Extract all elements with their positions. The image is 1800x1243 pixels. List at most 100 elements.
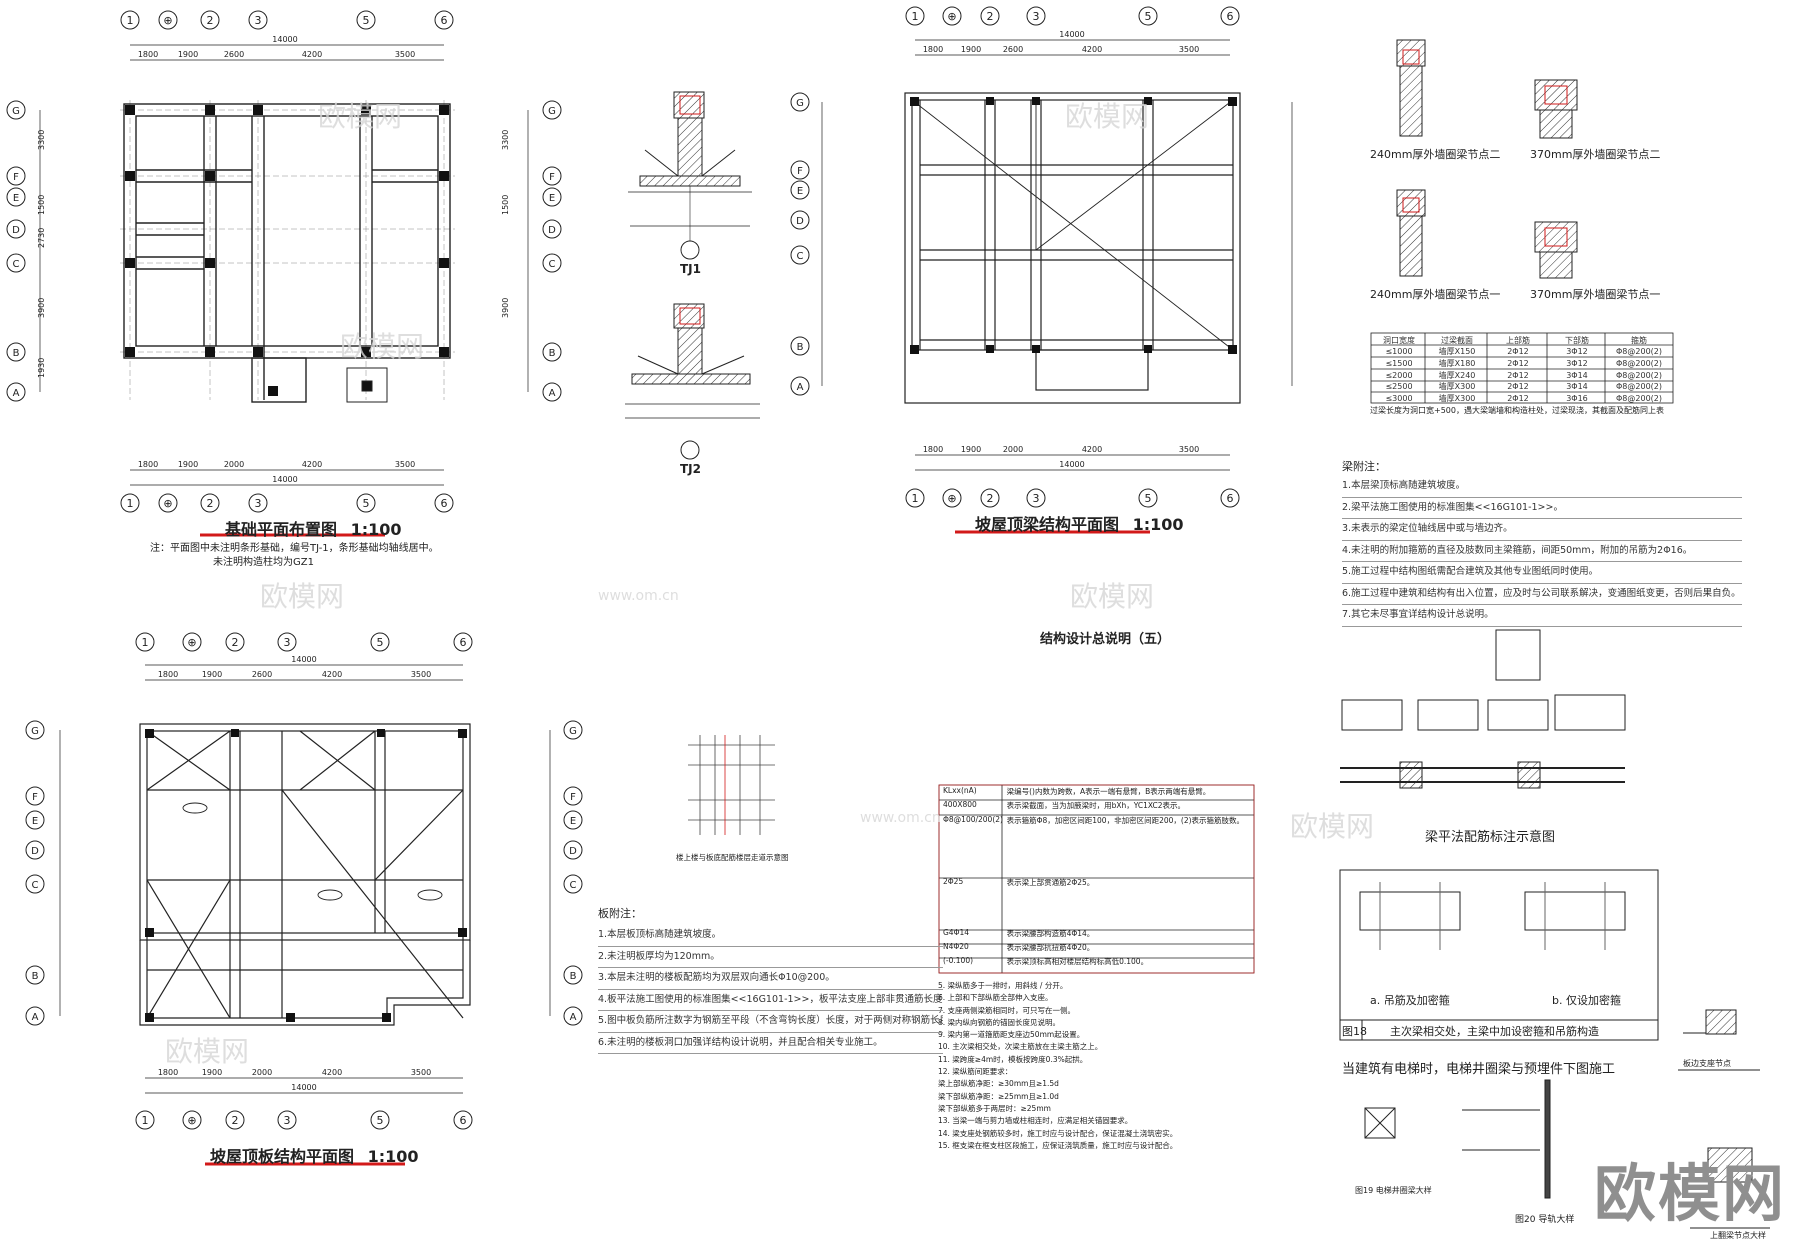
edge-detail-caption: 上翻梁节点大样 — [1710, 1231, 1766, 1240]
general-note-line: 11. 梁跨度≥4m时，模板按跨度0.3%起拱。 — [938, 1054, 1088, 1064]
svg-text:G: G — [796, 98, 804, 109]
general-note-line: 9. 梁内第一道箍筋距支座边50mm起设置。 — [938, 1030, 1085, 1040]
svg-text:2600: 2600 — [224, 50, 244, 59]
svg-text:2: 2 — [207, 497, 214, 510]
roof-beam-plan-title: 坡屋顶梁结构平面图 1:100 — [975, 511, 1184, 537]
svg-text:G: G — [569, 726, 577, 737]
svg-text:F: F — [13, 172, 19, 183]
svg-text:14000: 14000 — [272, 475, 297, 484]
svg-text:4200: 4200 — [1082, 445, 1102, 454]
general-table-desc: 表示梁截面，当为加腋梁时，用bXh，YC1XC2表示。 — [1006, 801, 1186, 810]
svg-text:C: C — [549, 259, 556, 270]
svg-text:14000: 14000 — [291, 1083, 316, 1092]
foundation-note-2: 未注明构造柱均为GZ1 — [213, 557, 314, 568]
svg-text:B: B — [549, 348, 556, 359]
general-table-key: 400X800 — [943, 800, 977, 809]
general-note-line: 15. 框支梁在框支柱区段施工，应保证浇筑质量，施工时应与设计配合。 — [938, 1140, 1178, 1150]
general-table-desc: 表示梁腰部构造筋4Φ14。 — [1006, 929, 1095, 938]
svg-text:5: 5 — [377, 636, 384, 649]
svg-text:6: 6 — [1227, 492, 1234, 505]
watermark-7: 欧模网 — [260, 580, 345, 613]
general-note-line: 8. 梁内纵向钢筋的锚固长度见说明。 — [938, 1017, 1061, 1027]
svg-text:14000: 14000 — [272, 35, 297, 44]
lintel-table-cell: 洞口宽度 — [1383, 335, 1415, 345]
svg-text:B: B — [32, 971, 39, 982]
watermark-4: 欧模网 — [1070, 580, 1155, 613]
note-item: 7.其它未尽事宜详结构设计总说明。 — [1342, 605, 1742, 627]
lintel-table-cell: Φ8@200(2) — [1616, 347, 1662, 357]
svg-text:2730: 2730 — [37, 228, 46, 248]
roof-beam-scale: 1:100 — [1132, 515, 1184, 534]
svg-text:E: E — [13, 193, 19, 204]
general-note-line: 5. 梁纵筋多于一排时，用斜线 / 分开。 — [938, 981, 1068, 990]
svg-text:3: 3 — [284, 636, 291, 649]
svg-text:A: A — [549, 388, 556, 399]
svg-text:4200: 4200 — [322, 670, 342, 679]
watermark-3: 欧模网 — [340, 330, 425, 363]
strip-foundation-details — [625, 91, 760, 460]
lintel-table-header: 洞口宽度过梁截面上部筋下部筋箍筋 — [1372, 334, 1674, 346]
lintel-table-cell: ≤2000 — [1385, 370, 1413, 380]
svg-text:A: A — [570, 1012, 577, 1023]
svg-text:1900: 1900 — [202, 670, 222, 679]
lintel-table-cell: 2Φ12 — [1507, 370, 1529, 380]
slab-notes-title: 板附注： — [598, 907, 642, 920]
general-table-key: G4Φ14 — [943, 928, 970, 937]
note-item: 5.施工过程中结构图纸需配合建筑及其他专业图纸同时使用。 — [1342, 562, 1742, 584]
note-item: 1.本层梁顶标高随建筑坡度。 — [1342, 476, 1742, 498]
svg-text:D: D — [569, 846, 577, 857]
slab-notes-list: 1.本层板顶标高随建筑坡度。2.未注明板厚均为120mm。3.本层未注明的楼板配… — [598, 925, 943, 1054]
ring-beam-caption-2: 370mm厚外墙圈梁节点二 — [1530, 148, 1661, 161]
ring-beam-caption-4: 370mm厚外墙圈梁节点一 — [1530, 288, 1661, 301]
lintel-table-cell: 3Φ12 — [1566, 359, 1588, 369]
foundation-scale: 1:100 — [350, 520, 402, 539]
svg-text:5: 5 — [1145, 492, 1152, 505]
watermark-url-1: www.om.cn — [598, 588, 679, 604]
elevator-details — [1364, 1009, 1770, 1229]
general-table-key: KLxx(nA) — [943, 786, 977, 795]
roof-beam-title-text: 坡屋顶梁结构平面图 — [975, 515, 1120, 534]
general-table-row: (-0.100)表示梁顶标高相对楼层结构标高低0.100。 — [941, 956, 1253, 970]
svg-text:⊕: ⊕ — [947, 492, 956, 505]
svg-text:2: 2 — [987, 492, 994, 505]
svg-text:3: 3 — [1033, 10, 1040, 23]
roof-slab-title-text: 坡屋顶板结构平面图 — [210, 1147, 355, 1166]
beam-sketch-title: 梁平法配筋标注示意图 — [1425, 830, 1556, 845]
svg-text:3900: 3900 — [501, 298, 510, 318]
general-table-row: Φ8@100/200(2)表示箍筋Φ8，加密区间距100，非加密区间距200，(… — [941, 815, 1253, 877]
svg-text:1930: 1930 — [37, 358, 46, 378]
general-note-line: 7. 支座两侧梁筋相同时，可只写在一侧。 — [938, 1005, 1076, 1015]
lintel-table-note: 过梁长度为洞口宽+500，遇大梁端墙和构造柱处，过梁现浇，其截面及配筋同上表 — [1370, 406, 1664, 415]
beam-annotation-sketch — [1340, 629, 1626, 789]
fig18-a-caption: a. 吊筋及加密箍 — [1370, 994, 1450, 1007]
general-table-desc: 表示梁腰部抗扭筋4Φ20。 — [1006, 943, 1095, 952]
lintel-table-cell: 3Φ14 — [1566, 370, 1588, 380]
svg-text:3300: 3300 — [501, 130, 510, 150]
general-note-line: 14. 梁支座处钢筋较多时，施工时应与设计配合，保证混凝土浇筑密实。 — [938, 1128, 1178, 1138]
svg-text:6: 6 — [460, 1114, 467, 1127]
general-notes-title: 结构设计总说明（五） — [1040, 632, 1171, 647]
general-table-row: KLxx(nA)梁编号()内数为跨数，A表示一端有悬臂，B表示两端有悬臂。 — [941, 786, 1253, 800]
svg-text:F: F — [797, 166, 803, 177]
svg-text:D: D — [12, 225, 20, 236]
svg-text:2600: 2600 — [1003, 45, 1023, 54]
svg-text:14000: 14000 — [1059, 30, 1084, 39]
foundation-axis-top — [120, 10, 454, 513]
svg-text:1: 1 — [142, 1114, 149, 1127]
ring-beam-caption-3: 240mm厚外墙圈梁节点一 — [1370, 288, 1501, 301]
svg-text:G: G — [12, 106, 20, 117]
svg-text:⊕: ⊕ — [163, 497, 172, 510]
svg-text:D: D — [548, 225, 556, 236]
svg-text:C: C — [32, 880, 39, 891]
svg-text:⊕: ⊕ — [163, 14, 172, 27]
svg-text:A: A — [32, 1012, 39, 1023]
tj2-label: TJ2 — [680, 462, 701, 476]
fig20-caption: 图20 导轨大样 — [1515, 1215, 1575, 1225]
lintel-table-cell: 3Φ12 — [1566, 347, 1588, 357]
general-table-key: Φ8@100/200(2) — [943, 815, 1003, 824]
lintel-table-cell: Φ8@200(2) — [1616, 370, 1662, 380]
svg-text:1900: 1900 — [961, 445, 981, 454]
